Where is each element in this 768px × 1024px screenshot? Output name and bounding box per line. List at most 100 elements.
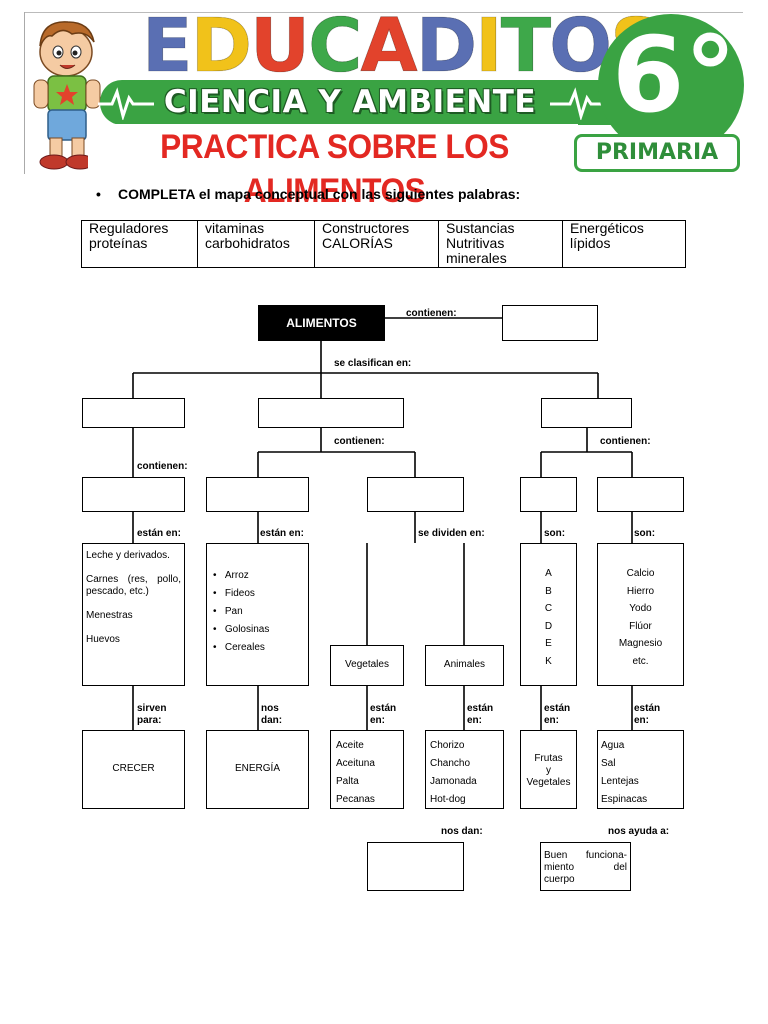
buen-funcionamiento-box: Buen funciona- miento del cuerpo: [540, 842, 631, 891]
list-item: • Fideos: [213, 585, 308, 603]
level-badge: [574, 134, 740, 172]
grade-badge: [598, 14, 744, 156]
word-bank-word: vitaminas: [205, 220, 265, 236]
word-bank-cell: Reguladores proteínas: [82, 221, 198, 267]
text-word: Buen: [544, 850, 568, 861]
list-item: • Cereales: [213, 639, 308, 657]
link-label-se-clasifican: se clasifican en:: [334, 358, 412, 369]
brand-letter: U: [249, 3, 310, 89]
energia-node: ENERGÍA: [206, 730, 309, 809]
header-frame: [25, 12, 743, 175]
food-item: Lentejas: [601, 776, 639, 787]
link-label-nos-dan: nos dan:: [441, 826, 483, 837]
text-line: Buen funciona-: [544, 850, 627, 862]
text-word: funciona-: [585, 850, 627, 861]
link-label-estan: están: [467, 703, 494, 714]
energy-foods-box: • Arroz • Fideos • Pan • Golosinas • Cer…: [206, 543, 309, 686]
word-bank-word: proteínas: [89, 235, 148, 251]
list-item: • Golosinas: [213, 621, 308, 639]
subject-title: CIENCIA Y AMBIENTE: [163, 84, 537, 120]
blank-node-category-3[interactable]: [541, 398, 632, 428]
vegetales-node: Vegetales: [330, 645, 404, 686]
food-item: Frutas: [534, 753, 563, 764]
vitamin-item: D: [544, 620, 553, 632]
grade-number: 6°: [612, 14, 737, 136]
mineral-item: Flúor: [629, 620, 652, 632]
word-bank-word: Energéticos: [570, 220, 644, 236]
heartbeat-left-icon: [98, 87, 154, 120]
food-item: Huevos: [86, 634, 120, 645]
text-word: del: [613, 862, 627, 873]
blank-node-calorias[interactable]: [367, 842, 464, 891]
vitamin-item: K: [545, 655, 552, 667]
food-item: Chorizo: [430, 740, 465, 751]
text-word: miento: [544, 862, 575, 873]
text-word: cuerpo: [544, 874, 575, 885]
blank-node-category-2[interactable]: [258, 398, 404, 428]
word-bank-cell: Constructores CALORÍAS: [315, 221, 439, 267]
word-bank-word: Nutritivas: [446, 235, 505, 251]
header-divider: [24, 12, 25, 174]
bullet-icon: •: [213, 624, 217, 635]
mineral-item: Yodo: [629, 603, 652, 614]
mineral-item: etc.: [632, 655, 649, 667]
food-item: Aceite: [336, 740, 364, 751]
blank-node-category-1[interactable]: [82, 398, 185, 428]
link-label-contienen: contienen:: [137, 461, 188, 472]
instruction-text: COMPLETA el mapa conceptual con las sigu…: [118, 186, 521, 202]
vitamin-item: B: [545, 585, 552, 597]
blank-node-sub-2[interactable]: [206, 477, 309, 512]
title-bar: [88, 124, 578, 172]
word-bank-word: lípidos: [570, 235, 611, 251]
list-item-text: Arroz: [224, 570, 249, 581]
mineral-item: Magnesio: [618, 638, 663, 649]
word-bank-cell: vitaminas carbohidratos: [198, 221, 315, 267]
brand-letter: T: [500, 3, 552, 89]
brand-letter: D: [190, 3, 252, 89]
brand-letter: A: [360, 3, 418, 89]
list-item-text: Pan: [224, 606, 243, 617]
blank-node-sub-3[interactable]: [367, 477, 464, 512]
link-label-son: son:: [634, 528, 656, 539]
link-label-estan: están: [370, 703, 397, 714]
word-bank-word: Sustancias: [446, 220, 515, 236]
link-label-estan-en: están en:: [260, 528, 304, 539]
root-node-alimentos: ALIMENTOS: [258, 305, 385, 341]
food-item: Agua: [601, 740, 625, 751]
food-item: Palta: [336, 776, 359, 787]
food-item: Sal: [601, 758, 616, 769]
bullet-icon: •: [96, 186, 101, 202]
word-bank-table: Reguladores proteínas vitaminas carbohid…: [81, 220, 686, 268]
crecer-node: CRECER: [82, 730, 185, 809]
link-label-estan-en: están en:: [137, 528, 181, 539]
animales-node: Animales: [425, 645, 504, 686]
word-bank-word: minerales: [446, 250, 507, 266]
brand-letter: D: [415, 3, 477, 89]
link-label-contienen: contienen:: [334, 436, 385, 447]
text-line: miento del: [544, 862, 627, 874]
blank-node-sub-4[interactable]: [520, 477, 577, 512]
word-bank-cell: Energéticos lípidos: [563, 221, 685, 267]
link-label-sirven: sirven: [137, 703, 167, 714]
list-item-text: Fideos: [224, 588, 255, 599]
student-mascot-illustration: [33, 21, 101, 170]
bullet-icon: •: [213, 606, 217, 617]
blank-node-nutrients[interactable]: [502, 305, 598, 341]
word-bank-word: Constructores: [322, 220, 410, 236]
food-item: Hot-dog: [430, 794, 466, 805]
link-label-en: en:: [370, 715, 385, 726]
instruction: • COMPLETA el mapa conceptual con las sig…: [96, 184, 520, 204]
minerals-box: Calcio Hierro Yodo Flúor Magnesio etc.: [597, 543, 684, 686]
list-item-text: Golosinas: [224, 624, 270, 635]
link-label-contienen: contienen:: [406, 308, 457, 319]
link-label-se-dividen: se dividen en:: [418, 528, 485, 539]
food-item: Espinacas: [601, 794, 648, 805]
level-label: PRIMARIA: [595, 140, 719, 165]
link-label-estan: están: [634, 703, 661, 714]
blank-node-sub-1[interactable]: [82, 477, 185, 512]
link-label-estan: están: [544, 703, 571, 714]
mineral-item: Calcio: [626, 568, 655, 579]
blank-node-sub-5[interactable]: [597, 477, 684, 512]
brand-logo: EDUCADITOS: [142, 3, 664, 89]
